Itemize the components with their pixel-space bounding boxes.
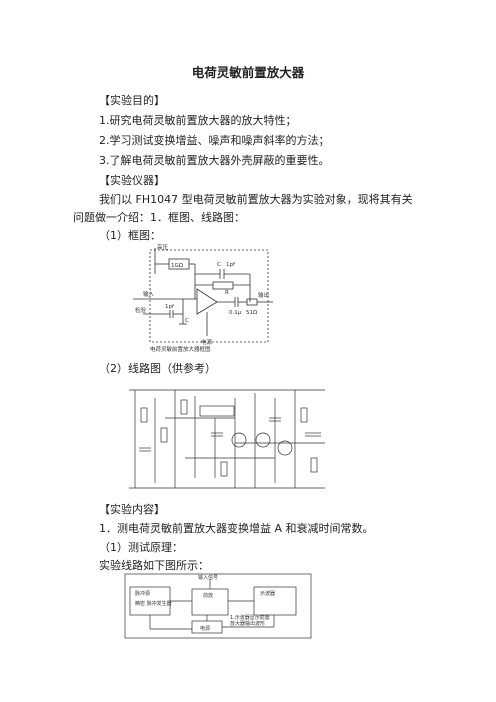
transistor-3 (277, 440, 293, 456)
label-power: 电源 (201, 338, 213, 346)
label-note-2: 放大器输出波形 (230, 620, 265, 627)
content-text-1: 实验线路如下图所示： (99, 559, 209, 572)
block-diagram-svg: 高压 1GΩ C 1pf R 输入 检验 1pf C 输出 0.1μ 51Ω 电… (133, 243, 273, 353)
subheading-block-diagram: （1）框图： (99, 229, 161, 242)
outer-frame (124, 573, 312, 639)
label-hv: 高压 (157, 244, 169, 251)
purpose-item-2: 2.学习测试变换增益、噪声和噪声斜率的方法； (99, 134, 330, 147)
test-setup-figure: 输入信号 脉冲源 精密 脉冲发生器 前放 示波器 电源 1.示波器显示前置 放大… (124, 573, 312, 639)
label-in: 输入 (143, 290, 155, 298)
transistor-1 (231, 432, 247, 448)
shield-box (149, 249, 269, 343)
label-c1: 1pf (165, 304, 175, 310)
purpose-item-1: 1.研究电荷灵敏前置放大器的放大特性； (99, 114, 297, 127)
intro-line-2: 问题做一介绍：1．框图、线路图： (73, 211, 245, 224)
label-gen-sub: 精密 脉冲发生器 (135, 600, 172, 607)
label-top: 输入信号 (198, 574, 218, 581)
page-title: 电荷灵敏前置放大器 (191, 65, 305, 80)
label-cf-val: 1pf (226, 262, 236, 268)
label-test: 检验 (135, 306, 147, 314)
label-r1: 1GΩ (171, 263, 183, 269)
purpose-item-3: 3.了解电荷灵敏前置放大器外壳屏蔽的重要性。 (99, 154, 330, 167)
component-block (199, 405, 235, 417)
label-rf: R (225, 290, 229, 296)
block-diagram-figure: 高压 1GΩ C 1pf R 输入 检验 1pf C 输出 0.1μ 51Ω 电… (125, 243, 275, 354)
label-cap: 0.1μ (229, 310, 242, 316)
test-setup-svg: 输入信号 脉冲源 精密 脉冲发生器 前放 示波器 电源 1.示波器显示前置 放大… (124, 573, 312, 639)
label-r51: 51Ω (246, 310, 257, 316)
label-note-1: 1.示波器显示前置 (230, 614, 270, 621)
circuit-diagram-svg (129, 389, 325, 489)
label-power: 电源 (200, 625, 210, 632)
transistor-2 (255, 432, 271, 448)
subheading-circuit-diagram: （2）线路图（供参考） (99, 362, 216, 375)
label-ci: C (185, 318, 189, 324)
amplifier-triangle (196, 288, 218, 315)
label-cf: C (217, 262, 221, 268)
intro-line-1: 我们以 FH1047 型电荷灵敏前置放大器为实验对象，现将其有关 (99, 193, 413, 206)
label-mid: 前放 (203, 592, 213, 599)
resistor-out (246, 298, 258, 306)
label-out: 输出 (258, 291, 269, 299)
label-gen: 脉冲源 (135, 590, 150, 597)
content-item-1: 1．测电荷灵敏前置放大器变换增益 A 和衰减时间常数。 (99, 522, 374, 535)
label-caption: 电荷灵敏前置放大器框图 (150, 345, 211, 353)
label-scope: 示波器 (260, 590, 275, 597)
circuit-diagram-figure (125, 378, 331, 496)
section-heading-instruments: 【实验仪器】 (99, 174, 165, 187)
content-subheading-1: （1）测试原理： (99, 541, 183, 554)
resistor-rf (212, 281, 234, 290)
section-heading-content: 【实验内容】 (99, 503, 165, 516)
section-heading-purpose: 【实验目的】 (99, 94, 165, 107)
